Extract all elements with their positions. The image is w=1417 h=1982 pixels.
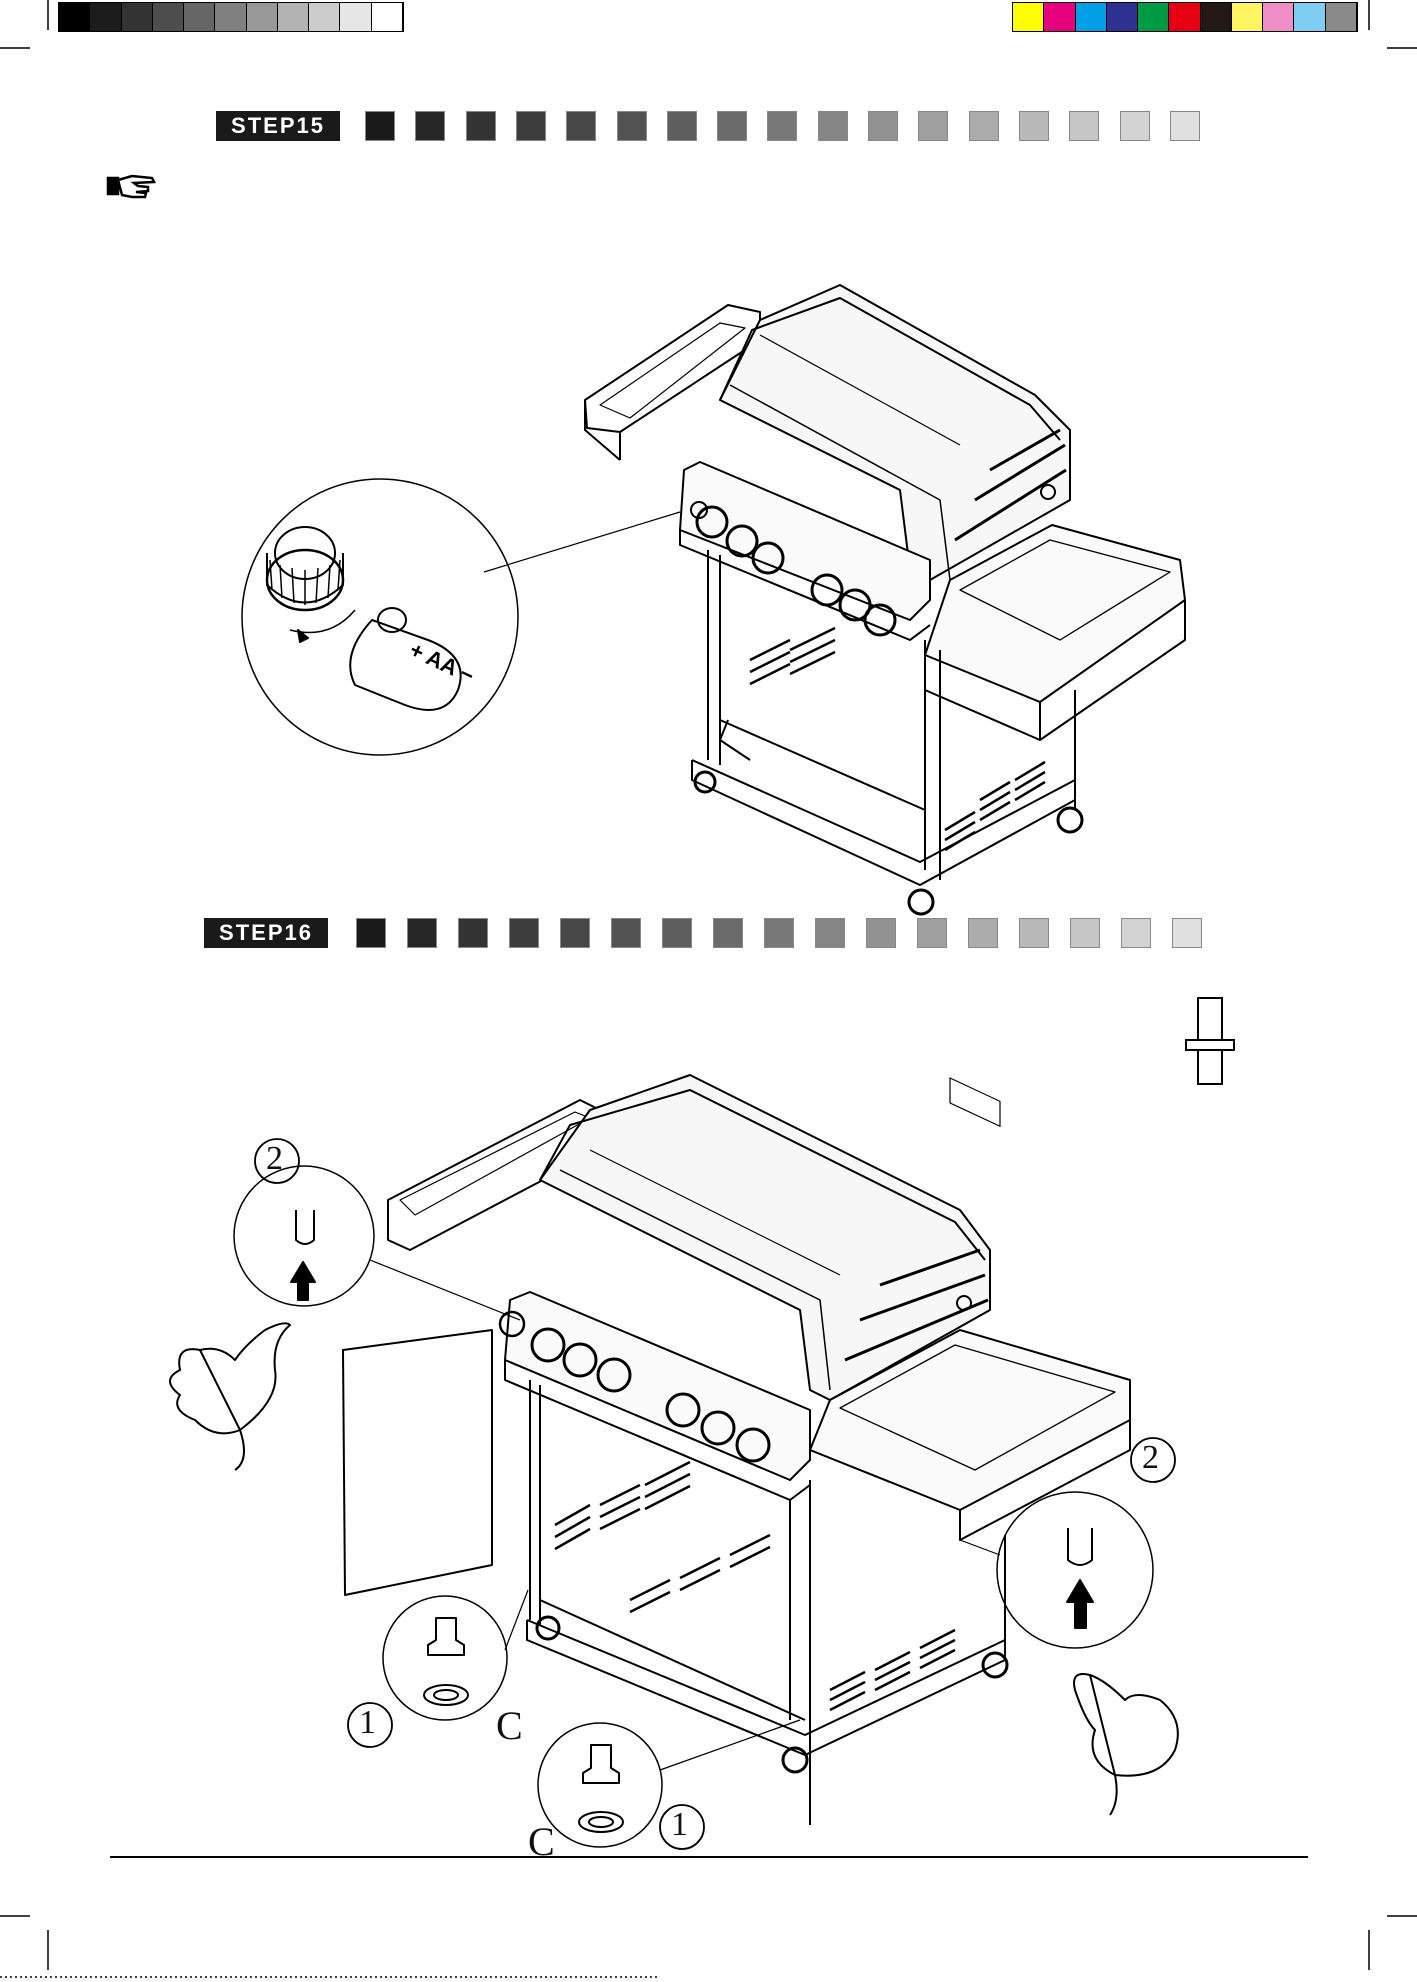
step15-swatches-box-13 — [969, 111, 999, 141]
step15-swatches-box-17 — [1170, 111, 1200, 141]
callout-letter-c-left: C — [496, 1702, 523, 1749]
step16-swatches-box-11 — [866, 918, 896, 948]
step15-swatches-box-8 — [717, 111, 747, 141]
step15-swatches-box-2 — [415, 111, 445, 141]
step16-swatches-box-9 — [764, 918, 794, 948]
gray-swatch-4 — [153, 3, 184, 31]
step15-swatches-box-5 — [566, 111, 596, 141]
step15-swatches-box-15 — [1069, 111, 1099, 141]
step15-swatches-box-14 — [1019, 111, 1049, 141]
color-swatch-8 — [1232, 3, 1263, 31]
color-swatch-3 — [1076, 3, 1107, 31]
footer-rule — [110, 1856, 1308, 1858]
gray-swatch-6 — [215, 3, 246, 31]
callout-number-1-left: 1 — [359, 1704, 376, 1742]
color-swatch-5 — [1138, 3, 1169, 31]
step15-label: STEP15 — [216, 111, 340, 141]
color-swatch-10 — [1294, 3, 1325, 31]
step15-swatches-box-9 — [767, 111, 797, 141]
gray-swatch-10 — [340, 3, 371, 31]
step16-swatches-box-17 — [1172, 918, 1202, 948]
gray-swatch-8 — [278, 3, 309, 31]
color-swatch-7 — [1201, 3, 1232, 31]
step15-swatches-box-3 — [466, 111, 496, 141]
step16-swatches-box-15 — [1070, 918, 1100, 948]
step15-swatches-box-7 — [667, 111, 697, 141]
color-calibration-bar — [1012, 2, 1358, 32]
gray-swatch-7 — [247, 3, 278, 31]
step16-swatches-box-12 — [917, 918, 947, 948]
step15-swatches-box-11 — [868, 111, 898, 141]
step15-swatches-box-12 — [918, 111, 948, 141]
callout-number-2-left: 2 — [266, 1140, 283, 1178]
step16-swatches-box-13 — [968, 918, 998, 948]
step15-swatches-box-1 — [365, 111, 395, 141]
step15-swatches-box-10 — [818, 111, 848, 141]
color-swatch-2 — [1044, 3, 1075, 31]
gray-swatch-3 — [122, 3, 153, 31]
step15-swatches-box-6 — [617, 111, 647, 141]
step16-swatches-box-14 — [1019, 918, 1049, 948]
color-swatch-1 — [1013, 3, 1044, 31]
step16-swatches-box-2 — [407, 918, 437, 948]
step16-swatches-box-5 — [560, 918, 590, 948]
step16-swatches-box-3 — [458, 918, 488, 948]
step16-swatches-box-1 — [356, 918, 386, 948]
gray-swatch-5 — [184, 3, 215, 31]
color-swatch-9 — [1263, 3, 1294, 31]
color-swatch-4 — [1107, 3, 1138, 31]
gray-swatch-9 — [309, 3, 340, 31]
step15-swatches-box-16 — [1120, 111, 1150, 141]
battery-label: + AA − — [406, 637, 478, 688]
step16-swatches-box-7 — [662, 918, 692, 948]
step16-swatches-box-4 — [509, 918, 539, 948]
step16-swatches-box-6 — [611, 918, 641, 948]
gray-swatch-11 — [372, 3, 403, 31]
step15-swatches-box-4 — [516, 111, 546, 141]
step16-label: STEP16 — [204, 918, 328, 948]
step16-swatches-box-8 — [713, 918, 743, 948]
step16-swatches-box-10 — [815, 918, 845, 948]
gray-swatch-1 — [59, 3, 90, 31]
callout-number-1-center: 1 — [671, 1806, 688, 1844]
grayscale-calibration-bar — [58, 2, 404, 32]
gray-swatch-2 — [90, 3, 121, 31]
color-swatch-6 — [1169, 3, 1200, 31]
color-swatch-11 — [1326, 3, 1357, 31]
callout-number-2-right: 2 — [1142, 1439, 1159, 1477]
step16-swatches-box-16 — [1121, 918, 1151, 948]
